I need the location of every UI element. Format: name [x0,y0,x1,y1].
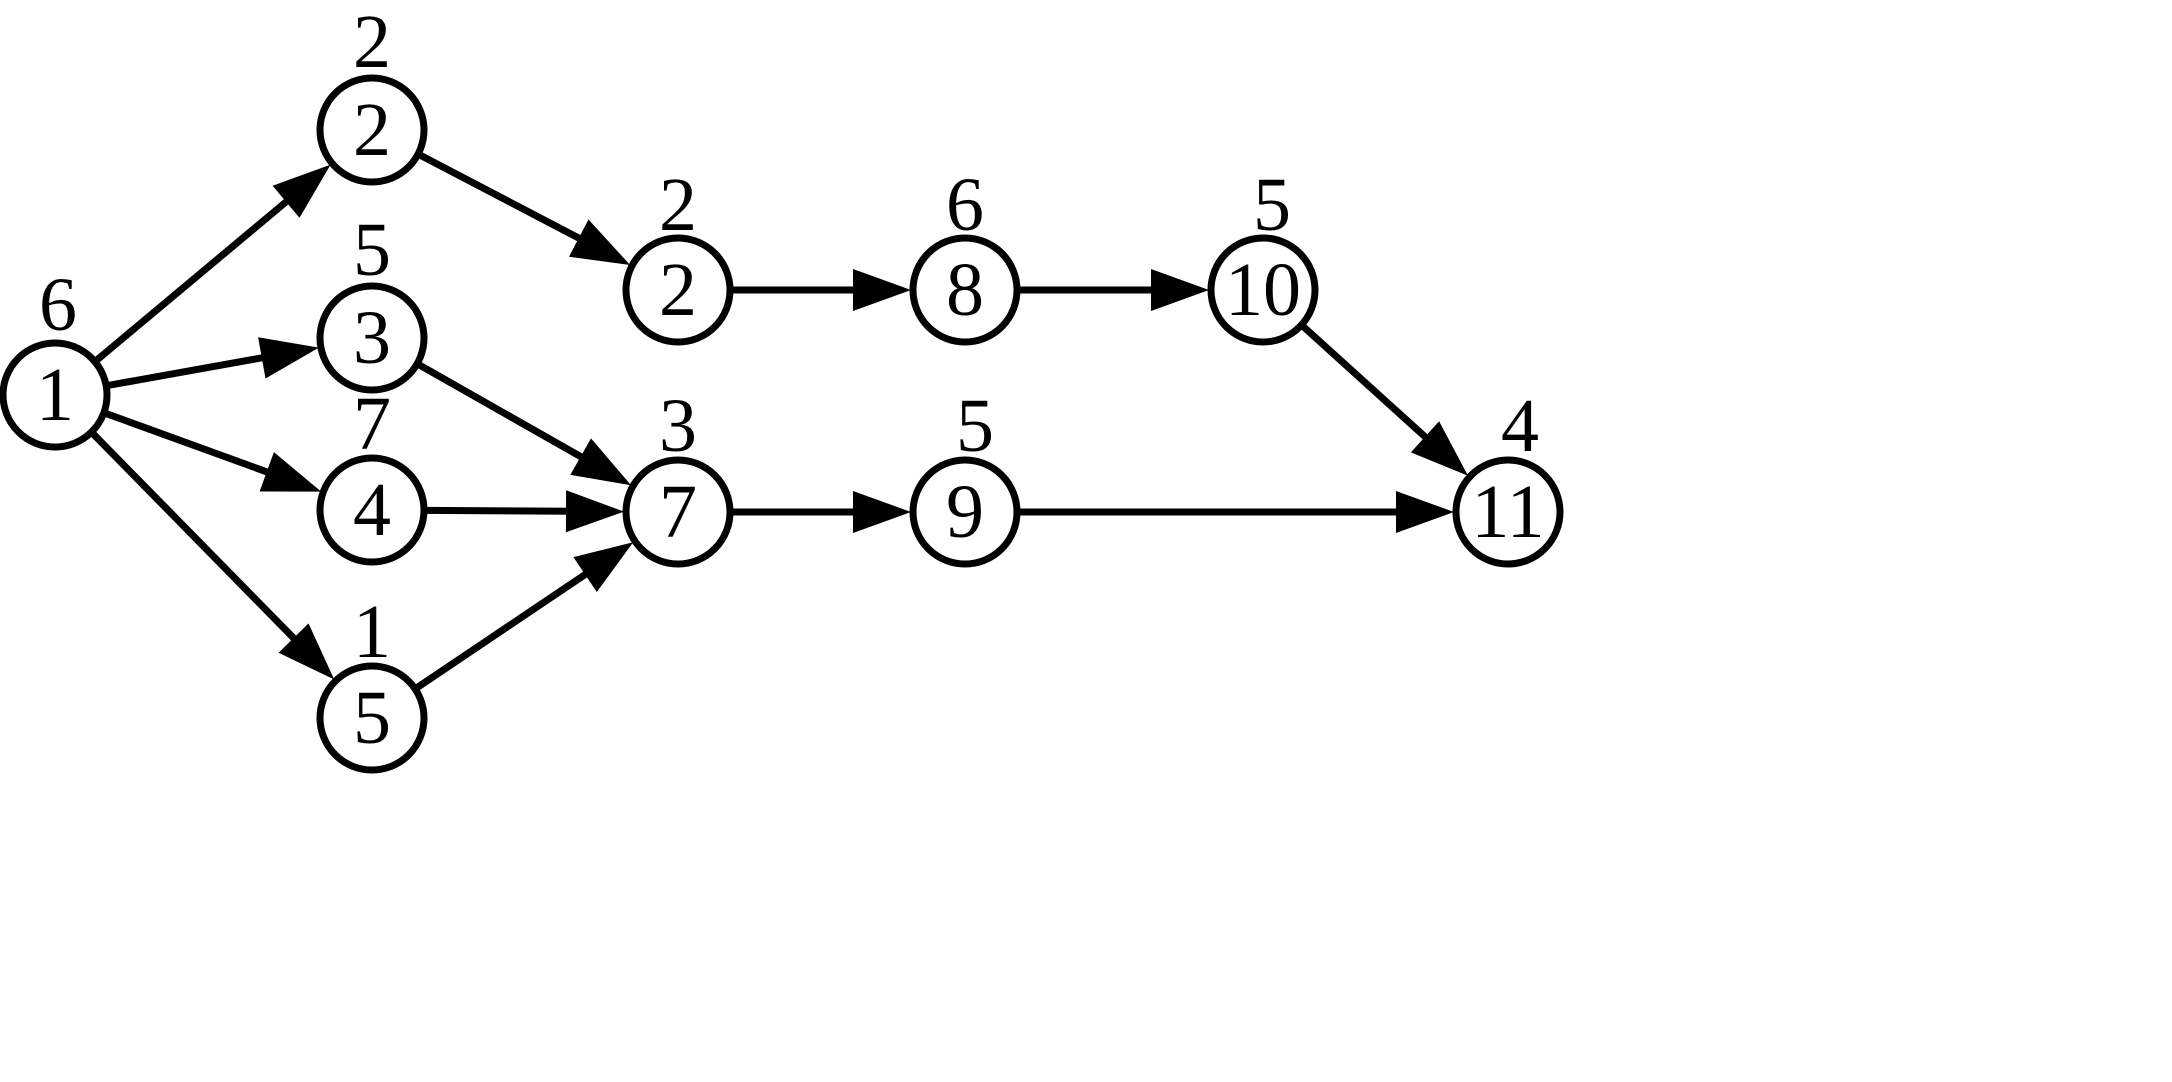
edge-line [107,353,269,389]
arrow-head-icon [1151,269,1209,311]
graph-edge [94,164,331,364]
node-circle[interactable] [316,662,428,774]
node-annotation-value: 5 [956,384,994,468]
node-circle[interactable] [0,339,111,451]
node-label: 5 [353,676,391,760]
arrow-head-icon [570,438,632,486]
node-circle[interactable] [1207,234,1319,346]
edge-line [414,568,593,691]
node-label: 10 [1225,248,1301,332]
arrow-head-icon [1396,491,1454,533]
arrow-head-icon [569,219,631,265]
graph-node[interactable]: 86 [909,163,1021,346]
node-label: 8 [946,248,984,332]
graph-edge [104,410,322,492]
node-label: 11 [1471,470,1544,554]
arrow-head-icon [272,164,331,218]
node-label: 2 [353,88,391,172]
arrow-head-icon [258,337,319,379]
node-circle[interactable] [622,234,734,346]
node-circle[interactable] [316,454,428,566]
node-label: 3 [353,296,391,380]
graph-edge [1019,269,1209,311]
node-circle[interactable] [316,74,428,186]
node-annotation-value: 3 [659,384,697,468]
node-circle[interactable] [909,234,1021,346]
edge-line [417,361,588,463]
arrow-head-icon [853,269,911,311]
graph-edge [1300,323,1468,476]
graph-edge [107,337,319,389]
graph-node[interactable]: 95 [909,384,1021,568]
arrow-head-icon [1410,421,1468,476]
graph-node[interactable]: 47 [316,382,428,566]
edge-line [425,506,573,515]
graph-edge [732,491,911,533]
node-label: 1 [36,353,74,437]
node-annotation-value: 2 [659,163,697,247]
graph-edge [425,490,624,533]
node-annotation-value: 4 [1501,384,1539,468]
graph-node[interactable]: 22 [316,0,428,186]
node-annotation-value: 5 [1253,163,1291,247]
arrow-head-icon [278,623,335,680]
node-annotation-value: 1 [353,590,391,674]
node-circle[interactable] [622,456,734,568]
edge-line [90,431,301,645]
node-circle[interactable] [316,282,428,394]
arrow-head-icon [573,542,634,592]
node-annotation-value: 6 [946,163,984,247]
arrow-head-icon [259,452,322,492]
arrow-head-icon [565,490,624,533]
edge-line [1300,323,1432,444]
graph-node[interactable]: 114 [1452,384,1564,568]
arrow-head-icon [853,491,911,533]
graph-node[interactable]: 105 [1207,163,1319,346]
graph-edge [414,542,634,691]
graph-edge [90,431,335,680]
node-label: 4 [353,468,391,552]
graph-node[interactable]: 35 [316,208,428,394]
node-circle[interactable] [1452,456,1564,568]
edge-line [94,195,293,364]
edge-line [104,410,274,478]
graph-edge [1019,491,1454,533]
graph-node[interactable]: 16 [0,263,111,451]
graph-edge [732,269,911,311]
node-annotation-value: 2 [353,0,391,84]
node-circle[interactable] [909,456,1021,568]
node-label: 7 [659,470,697,554]
graph-edge [418,151,631,265]
node-annotation-value: 7 [353,382,391,466]
node-annotation-value: 5 [353,208,391,292]
graph-node[interactable]: 73 [622,384,734,568]
graph-node[interactable]: 22 [622,163,734,346]
edge-line [418,151,586,245]
graph-node[interactable]: 51 [316,590,428,774]
node-label: 9 [946,470,984,554]
node-annotation-value: 6 [39,263,77,347]
node-label: 2 [659,248,697,332]
graph-edge [417,361,632,486]
edges-layer [90,151,1468,691]
